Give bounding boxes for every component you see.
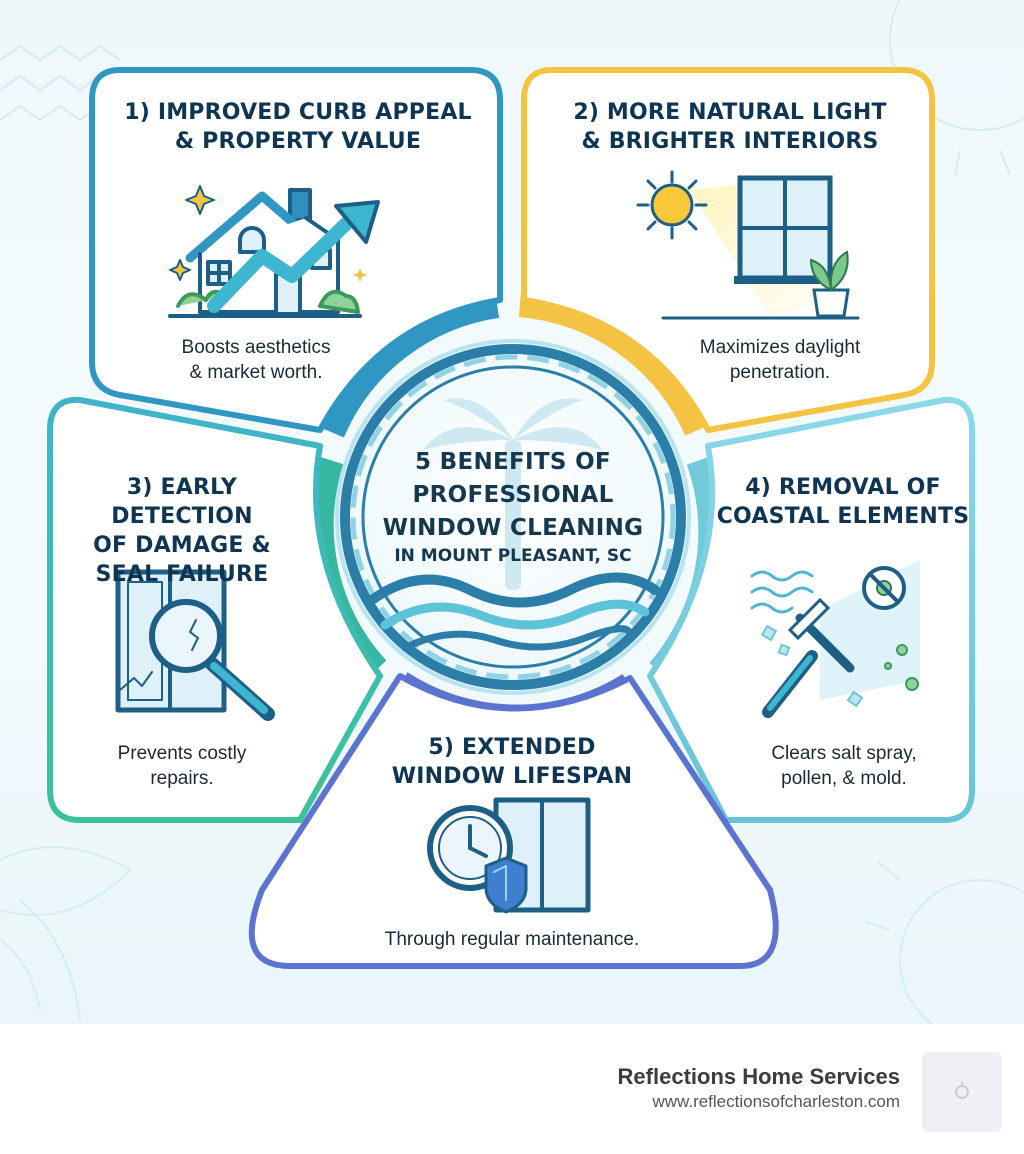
benefit-5-title: 5) EXTENDED WINDOW LIFESPAN — [362, 733, 662, 791]
benefit-5-title-line-1: 5) EXTENDED — [428, 735, 596, 760]
benefit-4-desc-line-2: pollen, & mold. — [781, 768, 907, 789]
center-subtitle: IN MOUNT PLEASANT, SC — [394, 546, 632, 566]
benefit-1-title: 1) IMPROVED CURB APPEAL & PROPERTY VALUE — [96, 98, 500, 156]
logo-icon — [955, 1082, 969, 1099]
benefit-3-title-line-2: OF DAMAGE & — [93, 533, 271, 558]
house-value-icon — [168, 185, 380, 318]
benefit-5-title-line-2: WINDOW LIFESPAN — [391, 764, 633, 789]
sun-window-icon — [636, 170, 860, 320]
benefit-2-title-line-2: & BRIGHTER INTERIORS — [581, 129, 879, 154]
squeegee-icon — [750, 560, 920, 718]
infographic: 1) IMPROVED CURB APPEAL & PROPERTY VALUE… — [0, 0, 1024, 1024]
benefit-2-description: Maximizes daylight penetration. — [630, 335, 930, 385]
wave-icon — [367, 572, 660, 652]
background-decoration — [0, 0, 1024, 1024]
benefit-1-desc-line-2: & market worth. — [189, 362, 323, 383]
benefit-4-description: Clears salt spray, pollen, & mold. — [716, 741, 972, 791]
center-title-line-2: PROFESSIONAL — [412, 482, 614, 508]
benefit-4-title-line-1: 4) REMOVAL OF — [745, 475, 941, 500]
benefit-3-title: 3) EARLY DETECTION OF DAMAGE & SEAL FAIL… — [54, 473, 310, 589]
brand-name: Reflections Home Services — [617, 1064, 900, 1089]
benefit-3-desc-line-1: Prevents costly — [117, 743, 247, 764]
benefit-3-title-line-1: 3) EARLY DETECTION — [111, 475, 253, 529]
benefit-1-title-line-1: 1) IMPROVED CURB APPEAL — [124, 100, 472, 125]
benefit-2-desc-line-1: Maximizes daylight — [699, 337, 861, 358]
ring-segment-1 — [318, 290, 500, 438]
benefit-3-title-line-3: SEAL FAILURE — [95, 562, 269, 587]
brand-url: www.reflectionsofcharleston.com — [652, 1092, 900, 1111]
benefit-2-desc-line-2: penetration. — [729, 362, 831, 383]
benefit-1-description: Boosts aesthetics & market worth. — [96, 335, 416, 385]
footer: Reflections Home Services www.reflection… — [0, 1024, 1024, 1154]
benefit-4-desc-line-1: Clears salt spray, — [771, 743, 917, 764]
benefit-1-title-line-2: & PROPERTY VALUE — [174, 129, 422, 154]
center-title-line-1: 5 BENEFITS OF — [415, 449, 611, 475]
benefit-2-title: 2) MORE NATURAL LIGHT & BRIGHTER INTERIO… — [528, 98, 932, 156]
palm-tree-icon — [423, 398, 603, 590]
center-title: 5 BENEFITS OF PROFESSIONAL WINDOW CLEANI… — [370, 446, 656, 545]
brand-logo — [922, 1052, 1002, 1132]
benefit-3-description: Prevents costly repairs. — [54, 741, 310, 791]
benefit-2-title-line-1: 2) MORE NATURAL LIGHT — [573, 100, 887, 125]
benefit-1-desc-line-1: Boosts aesthetics — [181, 337, 331, 358]
benefit-4-title-line-2: COASTAL ELEMENTS — [716, 504, 970, 529]
clock-shield-window-icon — [427, 797, 591, 914]
center-title-line-3: WINDOW CLEANING — [382, 515, 644, 541]
benefit-3-desc-line-2: repairs. — [150, 768, 214, 789]
benefit-4-title: 4) REMOVAL OF COASTAL ELEMENTS — [712, 473, 974, 531]
infographic-artwork — [0, 0, 1024, 1024]
benefit-5-description: Through regular maintenance. — [312, 927, 712, 952]
magnifier-window-icon — [115, 569, 275, 721]
benefit-5-desc-line-1: Through regular maintenance. — [384, 929, 640, 950]
center-medallion — [335, 339, 691, 695]
